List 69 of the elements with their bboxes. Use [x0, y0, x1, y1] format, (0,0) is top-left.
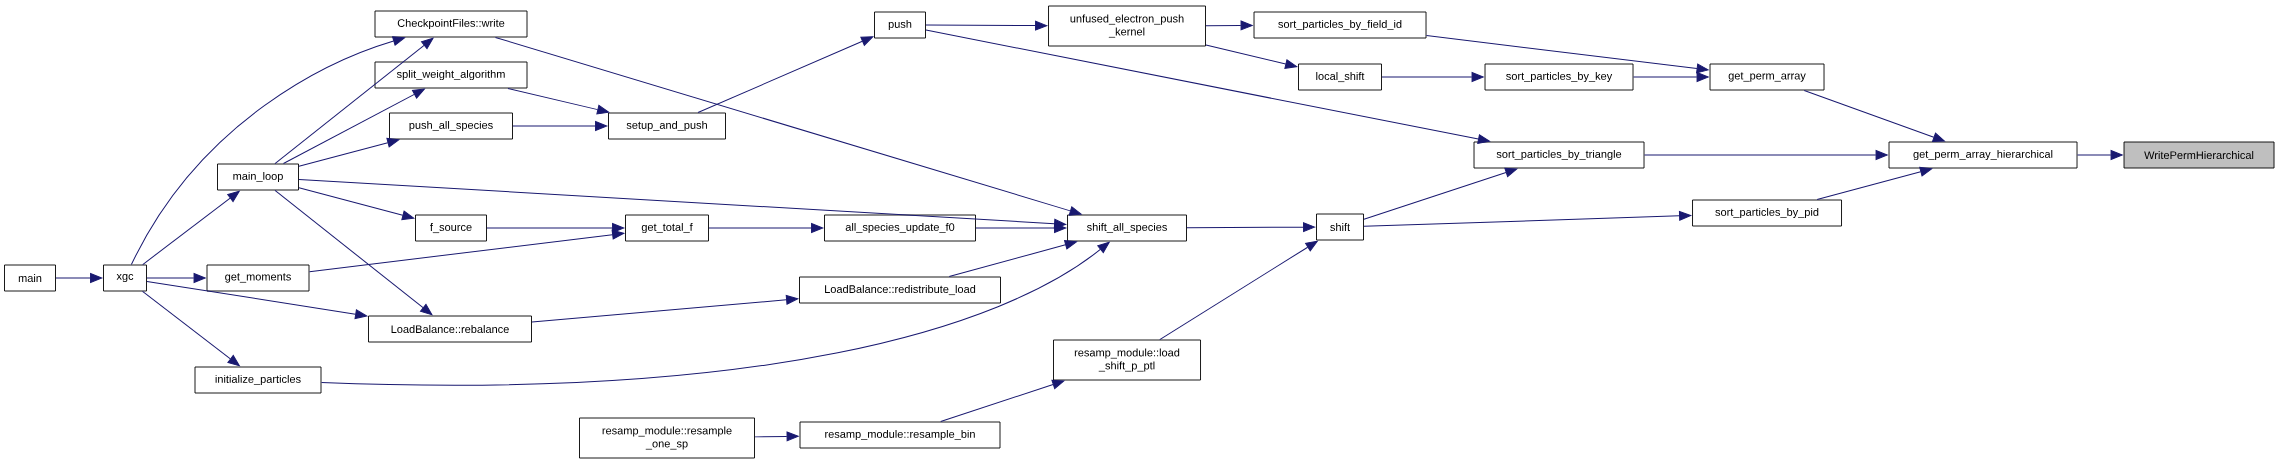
arrow	[486, 223, 625, 233]
arrow	[925, 29, 1490, 144]
arrow	[708, 223, 824, 233]
function-box: sort_particles_by_pid	[1692, 199, 1842, 227]
function-box: xgc	[103, 264, 147, 292]
arrow	[282, 88, 425, 165]
arrow	[975, 223, 1067, 233]
arrow	[1159, 240, 1318, 341]
arrow	[494, 36, 1082, 216]
function-box: sort_particles_by_triangle	[1473, 141, 1645, 169]
function-box: main_loop	[217, 163, 299, 191]
arrow	[298, 178, 1067, 229]
function-box: shift_all_species	[1067, 214, 1187, 242]
function-box: main	[4, 264, 56, 292]
function-box: unfused_electron_push _kernel	[1048, 5, 1206, 47]
arrow	[1205, 20, 1253, 31]
arrow	[298, 187, 415, 221]
function-box: push_all_species	[389, 112, 513, 140]
function-box: f_source	[415, 214, 487, 242]
arrow	[146, 273, 206, 283]
arrow	[1632, 72, 1709, 82]
arrow	[1363, 167, 1518, 220]
arrow	[1381, 72, 1484, 82]
function-box: resamp_module::load _shift_p_ptl	[1053, 339, 1201, 381]
arrow	[754, 431, 799, 442]
arrow	[274, 189, 433, 316]
arrow	[1205, 44, 1298, 69]
function-box: shift	[1316, 213, 1364, 241]
function-box: WritePermHierarchical	[2123, 141, 2275, 169]
function-box: resamp_module::resample _one_sp	[579, 417, 755, 459]
arrow	[320, 241, 1110, 386]
function-box: resamp_module::resample_bin	[799, 421, 1001, 449]
arrow	[925, 20, 1048, 31]
function-box: sort_particles_by_field_id	[1253, 11, 1427, 39]
function-box: LoadBalance::redistribute_load	[799, 276, 1001, 304]
arrow	[507, 87, 610, 115]
arrow	[512, 121, 608, 131]
function-box: get_perm_array	[1709, 63, 1825, 91]
arrow	[1363, 210, 1692, 227]
arrow	[55, 273, 103, 283]
function-box: CheckpointFiles::write	[374, 10, 528, 38]
function-box: get_total_f	[625, 214, 709, 242]
arrow	[142, 290, 240, 367]
function-box: local_shift	[1298, 63, 1382, 91]
arrow	[146, 280, 368, 320]
arrow	[130, 36, 405, 266]
function-box: split_weight_algorithm	[374, 61, 528, 89]
arrow	[308, 229, 625, 273]
arrow	[274, 37, 434, 165]
function-box: LoadBalance::rebalance	[368, 315, 532, 343]
function-box: setup_and_push	[608, 112, 726, 140]
arrow	[142, 190, 240, 266]
arrow	[298, 137, 400, 167]
function-box: push	[874, 11, 926, 39]
arrow	[697, 36, 874, 114]
arrow	[940, 379, 1065, 423]
arrow	[531, 294, 799, 323]
arrow	[948, 240, 1077, 278]
arrow	[1643, 150, 1888, 160]
arrow	[2076, 150, 2123, 160]
arrow	[1803, 89, 1945, 142]
function-box: initialize_particles	[194, 366, 322, 394]
function-box: get_moments	[206, 264, 310, 292]
arrow	[1816, 166, 1933, 201]
function-box: sort_particles_by_key	[1484, 63, 1634, 91]
arrow	[1425, 35, 1709, 74]
function-box: get_perm_array_hierarchical	[1888, 141, 2078, 169]
arrow	[1186, 222, 1316, 233]
function-box: all_species_update_f0	[824, 214, 976, 242]
